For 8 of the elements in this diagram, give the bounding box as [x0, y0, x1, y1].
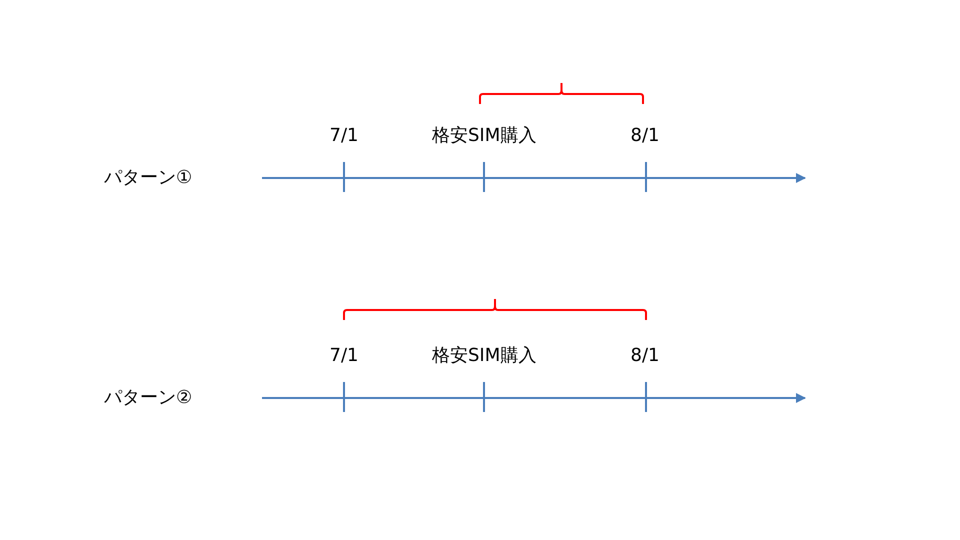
pattern-label: パターン① [104, 167, 192, 189]
event-label: 格安SIM購入 [432, 345, 536, 367]
date-label: 8/1 [630, 345, 660, 367]
event-label: 格安SIM購入 [432, 125, 536, 147]
date-label: 8/1 [630, 125, 660, 147]
date-label: 7/1 [330, 125, 358, 147]
date-label: 7/1 [330, 345, 358, 367]
pattern-label: パターン② [104, 387, 192, 409]
